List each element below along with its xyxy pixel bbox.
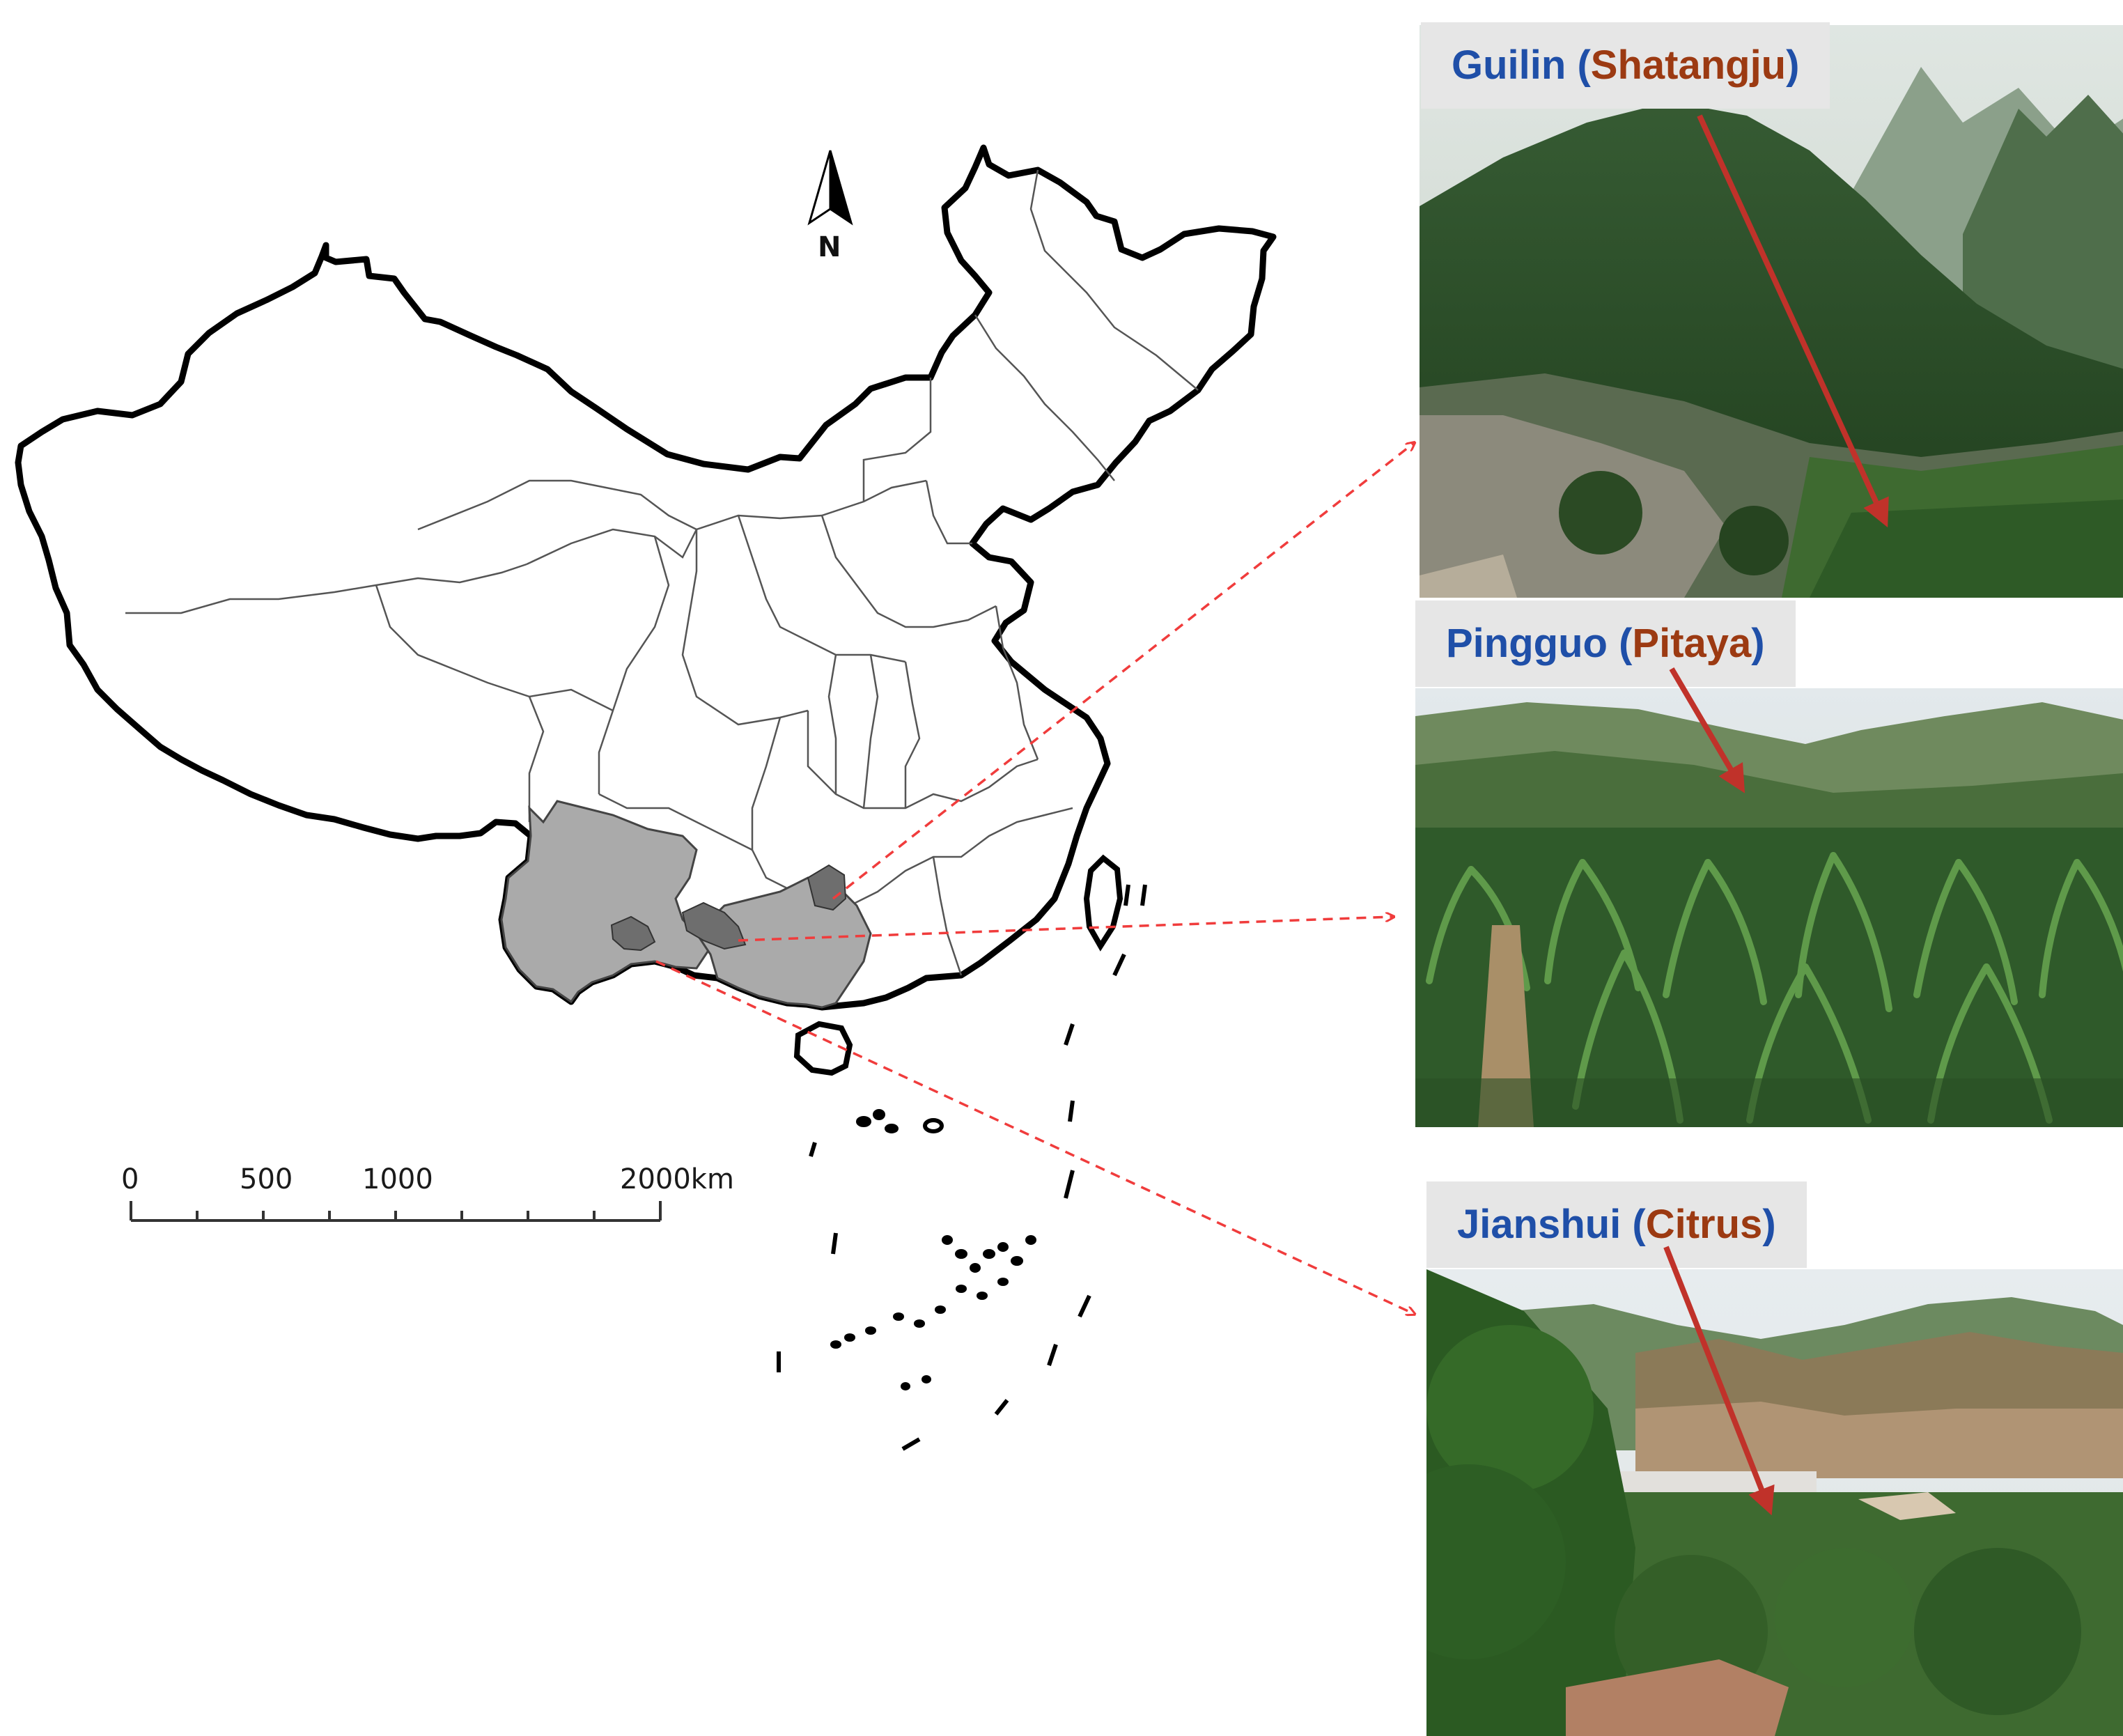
site-place-jianshui: Jianshui bbox=[1457, 1202, 1622, 1247]
site-patch-guilin bbox=[807, 864, 847, 911]
scale-label-500: 500 bbox=[240, 1163, 293, 1195]
paren-open: ( bbox=[1566, 42, 1591, 88]
paren-open: ( bbox=[1607, 621, 1633, 666]
yunnan-region bbox=[500, 800, 712, 1004]
leader-arrow-jianshui bbox=[655, 960, 1414, 1314]
hainan-island bbox=[793, 1021, 853, 1076]
site-label-jianshui: Jianshui (Citrus) bbox=[1426, 1181, 1807, 1268]
site-place-guilin: Guilin bbox=[1452, 42, 1566, 88]
leader-arrow-pingguo bbox=[738, 917, 1393, 942]
scale-bar bbox=[130, 1201, 662, 1222]
paren-close: ) bbox=[1786, 42, 1800, 88]
paren-open: ( bbox=[1621, 1202, 1646, 1247]
site-patch-pingguo bbox=[681, 901, 747, 950]
north-label: N bbox=[818, 231, 841, 263]
leader-arrow-guilin bbox=[832, 443, 1414, 900]
north-arrow-icon bbox=[807, 150, 853, 226]
site-label-guilin: Guilin (Shatangju) bbox=[1421, 22, 1830, 109]
site-crop-guilin: Shatangju bbox=[1590, 42, 1787, 88]
scale-label-1000: 1000 bbox=[362, 1163, 433, 1195]
taiwan-island bbox=[1083, 854, 1123, 952]
south-china-sea-islands bbox=[777, 884, 1147, 1451]
province-boundaries bbox=[125, 169, 1199, 976]
photo-guilin bbox=[1420, 25, 2123, 598]
paren-close: ) bbox=[1751, 621, 1765, 666]
leader-arrows bbox=[655, 443, 1414, 1314]
paren-close: ) bbox=[1762, 1202, 1776, 1247]
site-crop-jianshui: Citrus bbox=[1645, 1202, 1763, 1247]
photo-pingguo bbox=[1415, 688, 2123, 1127]
site-patch-jianshui bbox=[610, 915, 656, 952]
mainland-outline bbox=[15, 144, 1277, 1011]
site-place-pingguo: Pingguo bbox=[1446, 621, 1608, 666]
site-crop-pingguo: Pitaya bbox=[1632, 621, 1752, 666]
scale-label-2000km: 2000km bbox=[620, 1163, 734, 1195]
photo-jianshui bbox=[1426, 1269, 2123, 1736]
scale-label-0: 0 bbox=[121, 1163, 139, 1195]
site-label-pingguo: Pingguo (Pitaya) bbox=[1415, 600, 1796, 687]
guangxi-region bbox=[695, 876, 872, 1009]
